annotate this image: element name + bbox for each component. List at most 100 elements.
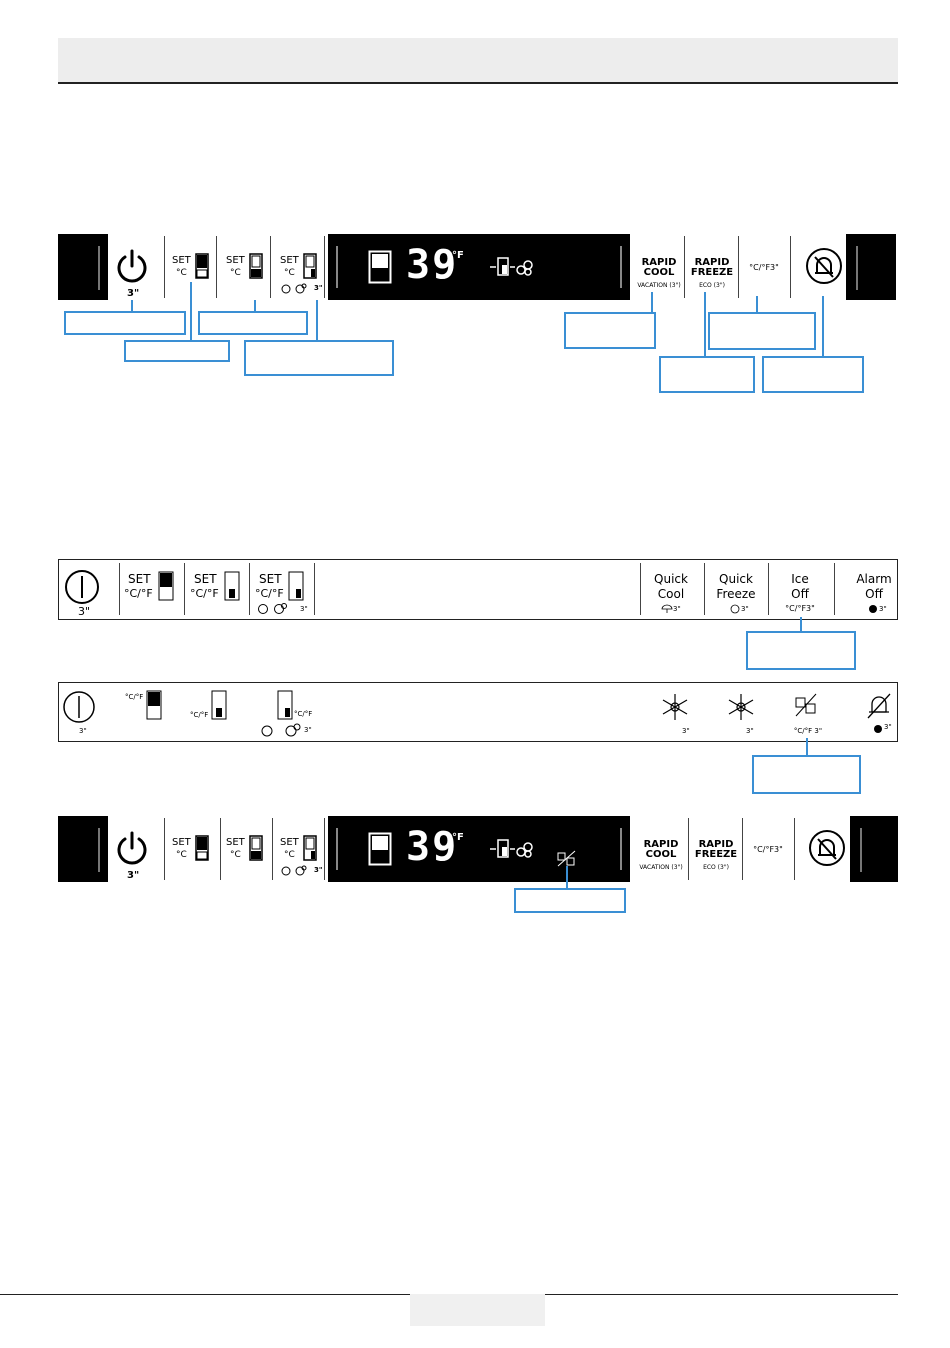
divider	[790, 236, 791, 298]
rapid-cool-line2: COOL	[643, 267, 675, 278]
fridge-icon	[195, 253, 209, 279]
set-label: SET	[128, 572, 151, 586]
lcd-edge	[620, 828, 622, 870]
power-icon[interactable]	[62, 690, 96, 724]
divider	[704, 563, 705, 615]
panel4-left-cap-mark	[98, 828, 100, 872]
snowflake-icon[interactable]	[724, 692, 758, 722]
unit-toggle-button[interactable]: °C/°F3"	[753, 845, 783, 854]
divider	[314, 563, 315, 615]
temperature-readout: 39	[406, 242, 459, 288]
callout-leader	[756, 296, 758, 313]
hold-time: 3"	[879, 605, 887, 613]
hold-time: 3"	[682, 727, 690, 735]
alarm-bell-icon[interactable]	[808, 829, 846, 867]
callout-rapid-cool	[564, 312, 656, 349]
unit-label: °C/°F	[255, 587, 284, 600]
divider	[249, 563, 250, 615]
ice-maker-icon	[281, 283, 307, 294]
rapid-cool-line1: RAPID	[641, 257, 677, 268]
divider	[742, 818, 743, 880]
power-icon[interactable]	[112, 828, 152, 868]
callout-leader	[131, 300, 133, 312]
unit-label: °C/°F	[294, 710, 313, 718]
divider	[164, 236, 165, 298]
callout-leader	[806, 738, 808, 756]
freezer-icon	[224, 571, 240, 601]
umbrella-icon	[661, 604, 673, 613]
quick-cool-line2: Cool	[657, 587, 685, 601]
freezer-icon	[288, 571, 304, 601]
rapid-freeze-sub: ECO (3")	[703, 864, 729, 871]
divider	[640, 563, 641, 615]
unit-toggle-button[interactable]: °C/°F3"	[749, 263, 779, 272]
lcd-edge	[336, 246, 338, 288]
callout-leader	[704, 292, 706, 357]
hold-time: 3"	[314, 284, 323, 292]
power-icon[interactable]	[64, 569, 100, 605]
unit-label: °C	[176, 850, 187, 860]
divider	[220, 818, 221, 880]
ice-off-line1: Ice	[791, 572, 809, 586]
freezer-icon	[249, 253, 263, 279]
callout-leader	[651, 292, 653, 313]
divider	[324, 236, 325, 298]
unit-label: °C/°F	[190, 711, 209, 719]
callout-set-freezer	[198, 311, 308, 335]
snowflake-icon	[874, 725, 882, 733]
panel3-frame	[58, 682, 898, 742]
unit-label: °C	[284, 268, 295, 278]
panel4-right-cap	[850, 816, 898, 882]
freezer-icon	[277, 690, 293, 720]
panel4-right-cap-mark	[860, 828, 862, 872]
quick-cool-line1: Quick	[654, 572, 688, 586]
freezer-icon	[303, 253, 317, 279]
set-label: SET	[280, 255, 299, 266]
divider	[216, 236, 217, 298]
lcd-edge	[336, 828, 338, 870]
callout-alarm	[762, 356, 864, 393]
page-number-box	[410, 1294, 545, 1326]
ice-maker-icon	[281, 865, 307, 876]
ice-off-icon[interactable]	[792, 692, 820, 718]
power-hold-time: 3"	[78, 605, 91, 618]
set-label: SET	[172, 255, 191, 266]
temperature-readout: 39	[406, 824, 459, 870]
panel4-left-cap	[58, 816, 108, 882]
set-label: SET	[172, 837, 191, 848]
fridge-icon	[146, 690, 162, 720]
unit-label: °C	[230, 850, 241, 860]
power-hold-time: 3"	[79, 727, 87, 735]
unit-label: °C/°F	[124, 587, 153, 600]
unit-label: °C	[176, 268, 187, 278]
unit-label: °C	[284, 850, 295, 860]
rapid-cool-sub: VACATION (3")	[637, 282, 681, 289]
panel1-left-cap-mark	[98, 246, 100, 290]
callout-rapid-freeze	[659, 356, 755, 393]
rapid-freeze-line1: RAPID	[698, 839, 734, 850]
quick-freeze-line2: Freeze	[716, 587, 756, 601]
eco-icon	[730, 604, 740, 614]
snowflake-icon[interactable]	[658, 692, 692, 722]
callout-ice-off	[746, 631, 856, 670]
divider	[272, 818, 273, 880]
hold-time: 3"	[741, 605, 749, 613]
callout-leader	[822, 296, 824, 357]
divider	[324, 818, 325, 880]
panel2-frame	[58, 559, 898, 620]
hold-time: 3"	[304, 726, 312, 734]
alarm-bell-icon[interactable]	[805, 247, 843, 285]
set-label: SET	[226, 255, 245, 266]
hold-time: 3"	[673, 605, 681, 613]
rapid-cool-sub: VACATION (3")	[639, 864, 683, 871]
unit-label: °C/°F	[125, 693, 144, 701]
alarm-bell-icon[interactable]	[864, 692, 894, 720]
rapid-cool-line2: COOL	[645, 849, 677, 860]
power-icon[interactable]	[112, 246, 152, 286]
ice-maker-icon	[490, 839, 533, 858]
ice-maker-icon	[258, 603, 287, 614]
hold-time: 3"	[884, 723, 892, 731]
lcd-edge	[620, 246, 622, 288]
fridge-icon	[368, 832, 392, 866]
callout-ice-off-display	[514, 888, 626, 913]
